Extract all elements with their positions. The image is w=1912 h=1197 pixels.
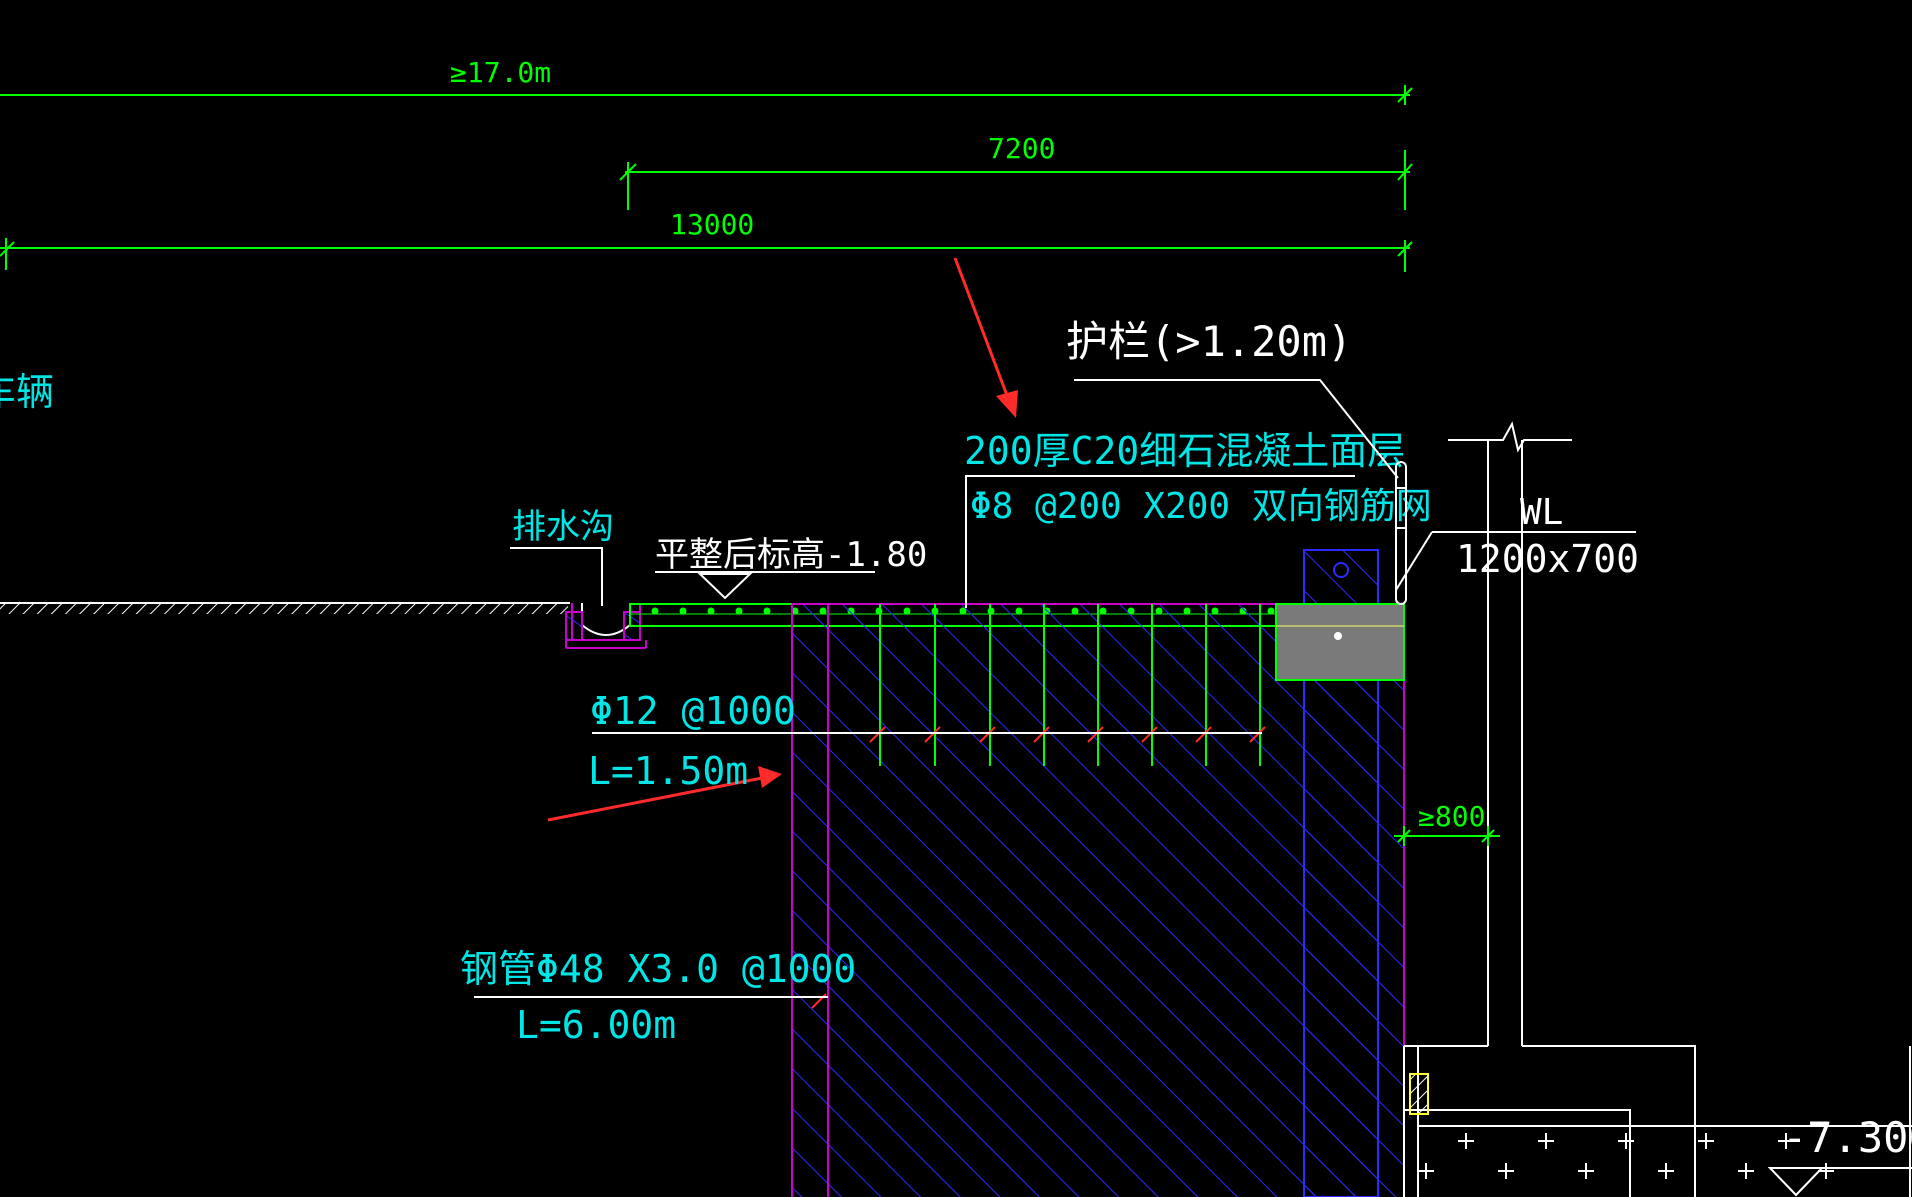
offset-dimension [1394,826,1500,846]
wall-anchor-circle [1333,562,1349,578]
crown-beam [1275,603,1405,681]
finished-level-label: 平整后标高-1.80 [655,535,927,575]
guardrail-leader [1074,379,1399,479]
crown-beam-point [1334,632,1342,640]
dimension-span-a: 7200 [988,132,1055,165]
vehicle-partial-label: 车辆 [0,370,54,414]
waterstop [1409,1073,1429,1115]
dimension-span-b: 13000 [670,208,754,241]
anchor-length-label: L=1.50m [588,749,748,793]
window-tag: WL [1520,492,1563,533]
rebar-mesh-label: Φ8 @200 X200 双向钢筋网 [970,486,1432,527]
anchor-bars [879,604,1261,766]
drain-label: 排水沟 [512,507,614,547]
red-arrow-anchor [547,766,782,822]
ground-hatch [0,604,568,614]
steel-pipe-label: 钢管Φ48 X3.0 @1000 [460,947,856,991]
elevation-triangle [1767,1167,1825,1197]
anchor-bar-label: Φ12 @1000 [590,689,796,733]
window-size: 1200x700 [1456,537,1639,581]
drain-leader [510,547,603,606]
offset-dimension-label: ≥800 [1418,800,1485,833]
guardrail [1395,461,1407,605]
guardrail-label: 护栏(>1.20m) [1066,317,1352,366]
window-leader [1395,531,1433,591]
pipe-length-label: L=6.00m [516,1003,676,1047]
building-outline [1403,421,1912,1197]
surface-layer-label: 200厚C20细石混凝土面层 [964,429,1405,473]
finished-level-triangle [697,573,753,600]
dimension-overall: ≥17.0m [450,56,551,89]
elevation-label: -7.300 [1782,1113,1912,1162]
surface-leader [965,475,1355,608]
red-arrow-surface [953,257,1018,418]
dimension-lines [0,85,1413,272]
anchor-bar-ticks [811,726,1266,1009]
grid-crosses [1418,1133,1834,1179]
